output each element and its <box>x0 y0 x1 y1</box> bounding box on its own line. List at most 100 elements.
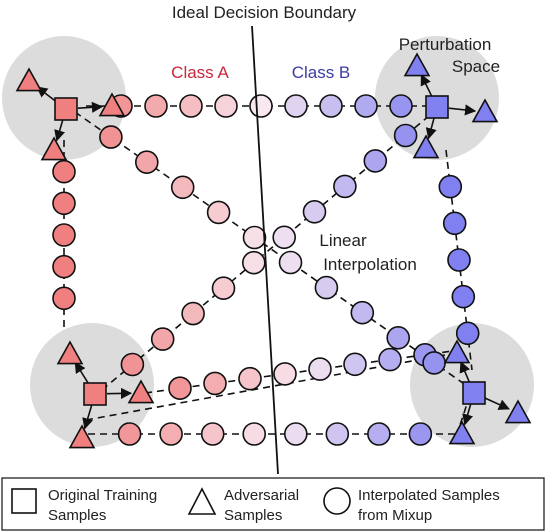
interpolated-sample <box>181 301 205 326</box>
interpolated-sample <box>52 286 76 311</box>
interpolated-sample <box>170 175 195 200</box>
original-sample-square <box>425 95 449 119</box>
interpolated-sample <box>214 94 238 118</box>
interpolated-samples <box>52 94 480 446</box>
interpolated-sample <box>150 327 175 351</box>
perturbation-arrow <box>448 104 477 116</box>
interpolated-sample <box>144 94 168 118</box>
interpolated-sample <box>455 321 480 346</box>
original-sample-square <box>54 97 78 121</box>
interpolated-sample <box>350 300 375 325</box>
interpolated-sample <box>249 94 273 118</box>
interpolated-sample <box>242 422 266 446</box>
interpolated-sample <box>302 200 327 224</box>
interpolated-sample <box>354 94 378 118</box>
interpolated-sample <box>273 362 297 386</box>
adversarial-sample-triangle <box>127 379 155 404</box>
interpolated-sample <box>363 149 388 173</box>
adversarial-sample-triangle <box>412 134 440 159</box>
legend-box <box>1 477 545 531</box>
interpolated-sample <box>272 225 297 250</box>
interpolated-sample <box>451 284 476 309</box>
interpolated-sample <box>283 422 308 446</box>
perturbation-label-2: Space <box>452 57 500 76</box>
interpolated-sample <box>179 94 203 118</box>
adversarial-sample-triangle <box>15 67 43 92</box>
boundary-label: Ideal Decision Boundary <box>172 3 357 22</box>
interpolated-sample <box>308 357 332 381</box>
class-a-label: Class A <box>171 63 229 82</box>
interpolated-sample <box>447 248 471 272</box>
legend-square-label-2: Samples <box>48 507 106 524</box>
interpolated-sample <box>378 347 402 372</box>
perturbation-arrow <box>77 101 104 113</box>
interpolated-sample <box>367 422 391 446</box>
interpolated-sample <box>393 123 418 148</box>
perturbation-arrow <box>74 361 90 385</box>
adversarial-samples <box>15 52 532 449</box>
original-sample-square <box>83 382 107 406</box>
perturbation-arrow <box>106 387 133 400</box>
adversarial-sample-triangle <box>56 340 84 365</box>
interpolated-sample <box>284 94 308 118</box>
perturbation-arrow <box>82 405 94 430</box>
adversarial-sample-triangle <box>443 339 471 364</box>
legend-square-icon <box>11 488 37 514</box>
legend-triangle-icon <box>187 487 217 515</box>
adversarial-sample-triangle <box>40 136 68 161</box>
linear-label-1: Linear <box>319 231 367 250</box>
interpolated-sample <box>325 422 350 446</box>
interpolated-sample <box>238 366 262 391</box>
original-samples <box>54 95 486 406</box>
perturbation-arrows <box>36 73 510 430</box>
perturbation-arrow <box>54 120 65 142</box>
interpolated-sample <box>203 371 227 396</box>
legend: Original Training Samples Adversarial Sa… <box>1 477 545 531</box>
interpolated-sample <box>117 422 142 446</box>
decision-boundary-line <box>251 25 279 475</box>
perturbation-arrow <box>462 404 473 426</box>
interpolated-sample <box>343 352 367 377</box>
legend-triangle-label-2: Samples <box>224 507 282 524</box>
interpolated-sample <box>135 150 159 174</box>
interpolated-sample <box>159 422 183 446</box>
interpolated-sample <box>408 422 433 446</box>
interpolated-sample <box>99 125 123 149</box>
interpolation-path <box>144 349 461 394</box>
adversarial-sample-triangle <box>471 98 499 123</box>
legend-circle-label-2: from Mixup <box>358 507 432 524</box>
adversarial-sample-triangle <box>448 420 476 445</box>
legend-triangle-label-1: Adversarial <box>224 487 299 504</box>
interpolated-sample <box>52 159 76 184</box>
perturbation-arrow <box>425 118 437 140</box>
interpolated-sample <box>52 223 76 247</box>
adversarial-sample-triangle <box>98 92 126 117</box>
interpolated-sample <box>120 352 145 377</box>
interpolated-sample <box>168 376 192 401</box>
adversarial-sample-triangle <box>68 424 96 449</box>
original-sample-square <box>462 381 486 405</box>
adversarial-sample-triangle <box>504 399 532 424</box>
interpolated-sample <box>211 276 236 301</box>
interpolated-sample <box>386 325 411 350</box>
interpolated-sample <box>206 200 231 225</box>
interpolated-sample <box>278 250 303 275</box>
legend-circle-icon <box>323 487 351 515</box>
interpolated-sample <box>319 94 343 118</box>
legend-circle-label-1: Interpolated Samples <box>358 487 500 504</box>
interpolated-sample <box>442 211 467 236</box>
interpolated-sample <box>438 174 463 199</box>
interpolated-sample <box>52 254 76 279</box>
interpolated-sample <box>333 174 357 199</box>
legend-square-label-1: Original Training <box>48 487 157 504</box>
class-b-label: Class B <box>292 63 351 82</box>
perturbation-arrow <box>484 397 510 410</box>
perturbation-arrow <box>420 73 433 97</box>
interpolated-sample <box>242 225 267 250</box>
interpolated-sample <box>52 191 76 216</box>
perturbation-label-1: Perturbation <box>399 35 492 54</box>
linear-label-2: Interpolation <box>323 255 417 274</box>
interpolated-sample <box>242 250 266 275</box>
interpolated-sample <box>200 422 225 446</box>
